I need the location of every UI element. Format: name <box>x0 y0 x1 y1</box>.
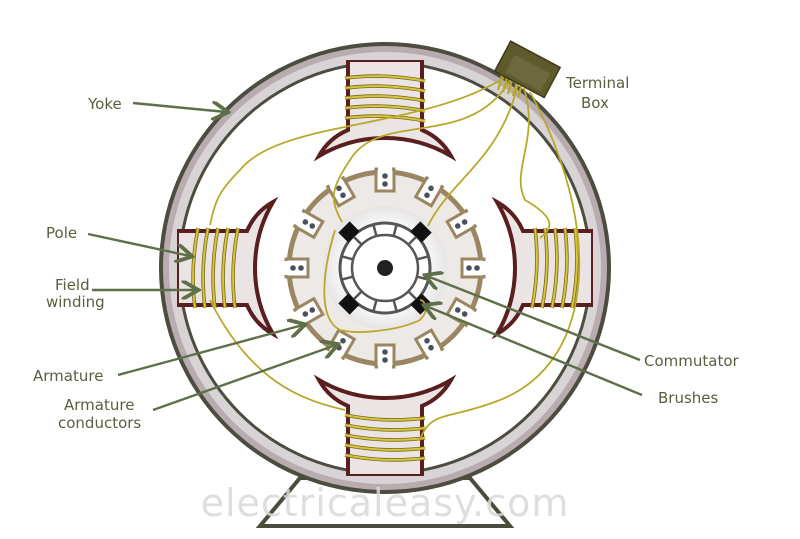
commutator-segment <box>416 255 429 261</box>
label-brushes: Brushes <box>658 389 719 407</box>
field-winding-1 <box>344 74 426 123</box>
commutator <box>338 221 432 315</box>
label-terminal-box-line1: Terminal <box>565 74 629 92</box>
armature-conductor <box>461 311 468 317</box>
armature-conductor <box>298 265 304 271</box>
brush-block <box>338 293 360 315</box>
watermark: electricaleasy.com <box>201 481 570 525</box>
winding-turn <box>551 227 558 309</box>
winding-turn <box>212 227 219 309</box>
armature-conductor <box>474 265 480 271</box>
winding-turn <box>344 95 426 102</box>
label-terminal-box-line2: Box <box>581 94 609 112</box>
commutator-segment <box>392 299 398 312</box>
armature-conductor <box>290 265 296 271</box>
winding-turn <box>344 115 426 122</box>
armature-conductor <box>382 181 388 187</box>
field-winding-4 <box>191 227 240 309</box>
armature-conductor <box>382 349 388 355</box>
armature-slot <box>445 208 478 240</box>
armature-slot <box>374 343 396 369</box>
brush <box>338 293 360 315</box>
terminal-box <box>493 40 562 99</box>
winding-turn <box>192 227 199 309</box>
winding-turn <box>531 227 538 309</box>
arrow-pole <box>87 232 190 256</box>
commutator-segment <box>352 235 363 246</box>
armature-conductor <box>302 219 309 225</box>
armature-conductor <box>428 185 434 192</box>
armature-slot <box>413 175 445 208</box>
armature-conductor <box>466 265 472 271</box>
commutator-segment <box>372 299 378 312</box>
armature-conductor <box>340 192 346 199</box>
winding-turn <box>344 414 426 421</box>
label-commutator: Commutator <box>644 352 740 370</box>
armature-conductor <box>309 307 316 313</box>
armature-conductor <box>424 337 430 344</box>
winding-turn <box>222 227 229 309</box>
armature-conductor <box>428 344 434 351</box>
pointer-arrows <box>87 103 643 412</box>
shaft <box>377 260 393 276</box>
winding-turn <box>202 227 209 309</box>
brush-block <box>338 221 360 243</box>
arrow-yoke <box>132 103 226 112</box>
field-winding-3 <box>344 413 426 462</box>
pole-2 <box>491 196 593 340</box>
commutator-segment <box>341 255 354 261</box>
brush <box>410 221 432 243</box>
winding-turn <box>571 227 578 309</box>
label-armature-conductors-line2: conductors <box>58 414 141 432</box>
winding-turn <box>541 227 548 309</box>
winding-turn <box>344 444 426 451</box>
armature-conductor <box>302 311 309 317</box>
pole-1 <box>313 60 457 162</box>
winding-turn <box>344 434 426 441</box>
arrow-commutator <box>427 276 641 362</box>
arrow-armature-conductors <box>152 345 336 412</box>
arrow-brushes <box>426 306 643 397</box>
commutator-segment <box>352 290 363 301</box>
label-pole: Pole <box>46 224 77 242</box>
armature-slot <box>413 328 445 361</box>
armature-conductor <box>309 223 316 229</box>
winding-turn <box>344 75 426 82</box>
armature-conductor <box>454 223 461 229</box>
label-armature: Armature <box>33 367 103 385</box>
brush <box>338 221 360 243</box>
commutator-segment <box>392 224 398 237</box>
armature-conductor <box>382 357 388 363</box>
armature-conductor <box>454 307 461 313</box>
label-field-winding-line1: Field <box>55 276 90 294</box>
armature-conductor <box>424 192 430 199</box>
field-winding-2 <box>530 227 579 309</box>
winding-turn <box>344 105 426 112</box>
arrow-armature <box>117 325 303 377</box>
armature-conductor <box>336 185 342 192</box>
winding-turn <box>232 227 239 309</box>
commutator-segment <box>372 224 378 237</box>
armature-slot <box>460 257 486 279</box>
armature-slot <box>284 257 310 279</box>
winding-turn <box>344 454 426 461</box>
label-armature-conductors-line1: Armature <box>64 396 134 414</box>
winding-turn <box>344 424 426 431</box>
commutator-segment <box>407 290 418 301</box>
label-field-winding-line2: winding <box>46 293 105 311</box>
commutator-segment <box>407 235 418 246</box>
winding-turn <box>561 227 568 309</box>
commutator-segment <box>341 275 354 281</box>
armature-slot <box>374 167 396 193</box>
armature-conductor <box>382 173 388 179</box>
pole-3 <box>313 374 457 476</box>
armature-conductor <box>461 219 468 225</box>
label-yoke: Yoke <box>87 95 122 113</box>
winding-turn <box>344 85 426 92</box>
poles <box>177 60 593 476</box>
brush-block <box>410 221 432 243</box>
armature-slot <box>292 208 325 240</box>
